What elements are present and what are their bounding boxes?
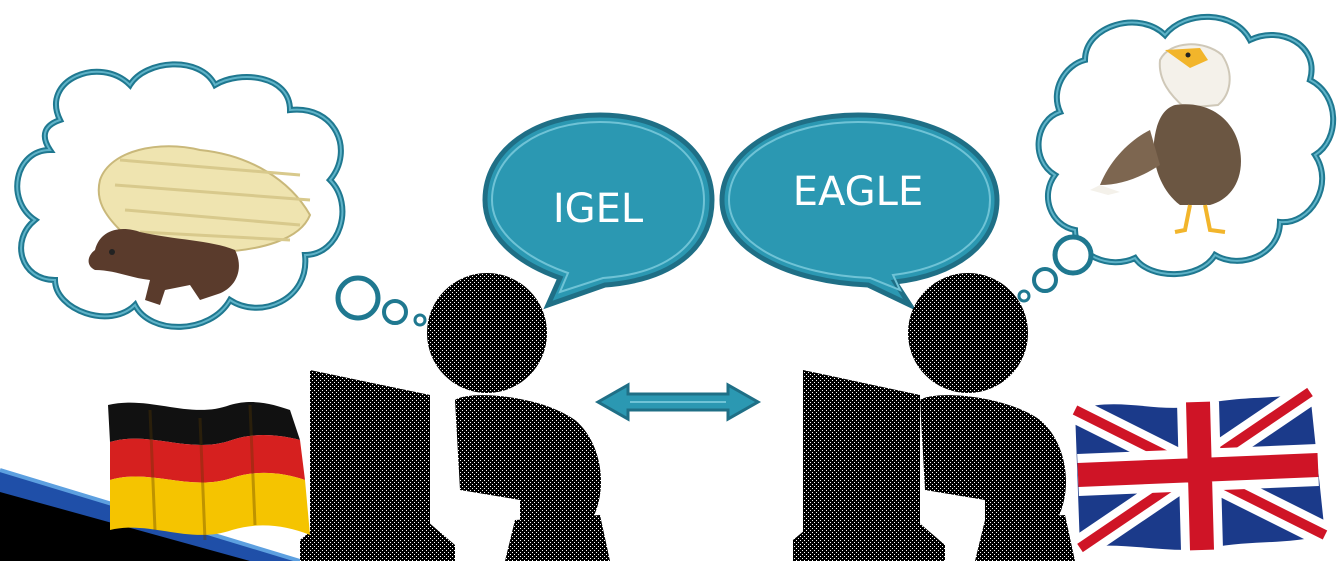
left-speech-text: IGEL [553, 186, 644, 232]
left-person-at-computer-icon [300, 273, 610, 561]
united-kingdom-flag-icon [1069, 381, 1331, 559]
right-speech-text: EAGLE [793, 169, 924, 215]
bald-eagle-icon [1090, 43, 1241, 234]
porcupine-icon [88, 145, 312, 305]
germany-flag-icon [108, 402, 310, 541]
left-speech-bubble [482, 112, 715, 310]
right-person-at-computer-icon [793, 273, 1075, 561]
right-speech-bubble [719, 112, 1000, 312]
double-arrow-icon [594, 382, 762, 422]
